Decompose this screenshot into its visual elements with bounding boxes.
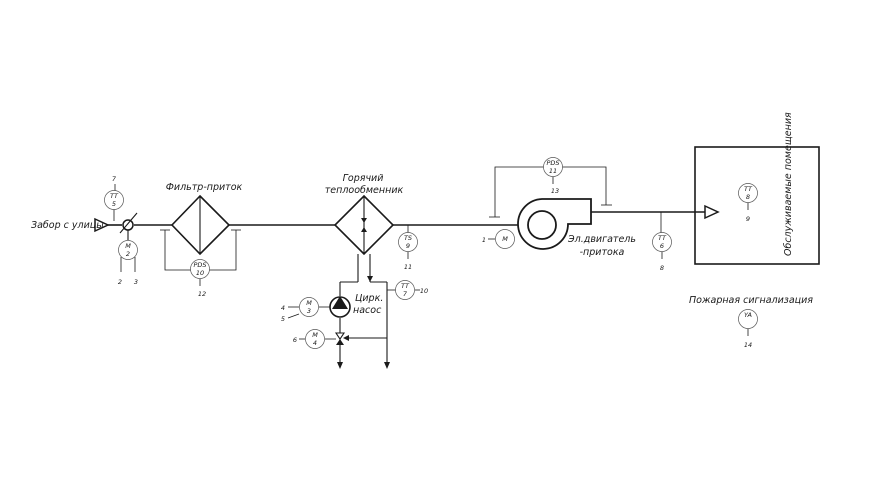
- svg-text:3: 3: [134, 278, 138, 286]
- three-way-valve: [325, 332, 346, 345]
- svg-text:11: 11: [549, 167, 557, 175]
- svg-text:13: 13: [551, 187, 559, 195]
- svg-text:YA: YA: [744, 311, 752, 319]
- svg-text:12: 12: [198, 290, 206, 298]
- circulation-pump: Цирк. насос: [319, 293, 383, 318]
- svg-text:M: M: [502, 235, 508, 243]
- hx-label-line2: теплообменник: [325, 185, 404, 196]
- tt6-sensor: TT 6 8: [652, 212, 672, 272]
- intake-label: Забор с улицы: [31, 220, 104, 231]
- intake-arrow: [94, 217, 110, 233]
- svg-text:11: 11: [404, 263, 412, 271]
- filter: Фильтр-приток: [160, 182, 243, 271]
- tt7-sensor: TT 7 10: [387, 280, 428, 300]
- svg-text:5: 5: [281, 315, 285, 323]
- pump-label-line2: насос: [353, 305, 382, 316]
- svg-text:TS: TS: [404, 234, 412, 242]
- svg-text:10: 10: [196, 269, 204, 277]
- svg-text:TT: TT: [401, 282, 410, 290]
- intake-damper: [119, 212, 138, 240]
- motor-label-line1: Эл.двигатель: [567, 234, 636, 245]
- pds11-sensor: PDS 11 13: [489, 157, 612, 218]
- svg-text:M: M: [312, 331, 318, 339]
- served-room: Обслуживаемые помещения: [694, 112, 820, 265]
- supply-arrow: [704, 204, 720, 220]
- svg-text:8: 8: [660, 264, 664, 272]
- supply-fan: Эл.двигатель -притока: [517, 198, 636, 258]
- svg-text:9: 9: [406, 242, 410, 250]
- svg-text:1: 1: [482, 236, 486, 244]
- svg-text:5: 5: [112, 200, 116, 208]
- svg-text:8: 8: [746, 193, 750, 201]
- svg-text:7: 7: [403, 290, 408, 298]
- svg-text:TT: TT: [658, 234, 667, 242]
- svg-text:M: M: [306, 299, 312, 307]
- svg-text:4: 4: [281, 304, 285, 312]
- tt8-sensor: TT 8 9: [738, 183, 758, 223]
- svg-text:6: 6: [293, 336, 297, 344]
- svg-text:2: 2: [118, 278, 122, 286]
- svg-text:TT: TT: [744, 185, 753, 193]
- pds10-sensor: PDS 10 12: [190, 259, 210, 298]
- svg-text:PDS: PDS: [193, 261, 206, 269]
- svg-text:4: 4: [313, 339, 317, 347]
- water-piping: [337, 254, 390, 369]
- hx-label-line1: Горячий: [343, 173, 384, 184]
- svg-text:7: 7: [112, 175, 117, 183]
- svg-text:TT: TT: [110, 192, 119, 200]
- room-label: Обслуживаемые помещения: [783, 112, 794, 256]
- filter-label: Фильтр-приток: [166, 182, 243, 193]
- tt5-sensor: TT 5 7: [104, 175, 124, 221]
- svg-text:2: 2: [126, 250, 130, 258]
- svg-text:6: 6: [660, 242, 664, 250]
- motor-label-line2: -притока: [580, 247, 625, 258]
- fire-label: Пожарная сигнализация: [689, 295, 813, 306]
- svg-text:10: 10: [420, 287, 428, 295]
- ts9-sensor: TS 9 11: [398, 225, 418, 271]
- air-duct: [108, 211, 706, 226]
- m3-actuator: M 3 4 5: [281, 297, 319, 323]
- m2-actuator: M 2 2 3: [118, 240, 138, 286]
- m1-motor: M 1: [482, 229, 515, 249]
- m4-actuator: M 4 6: [293, 329, 325, 349]
- svg-text:14: 14: [744, 341, 752, 349]
- svg-text:9: 9: [746, 215, 750, 223]
- svg-text:3: 3: [307, 307, 311, 315]
- svg-text:M: M: [125, 242, 131, 250]
- fire-alarm: Пожарная сигнализация YA 14: [689, 295, 813, 349]
- heat-exchanger: Горячий теплообменник: [325, 173, 404, 256]
- svg-text:PDS: PDS: [546, 159, 559, 167]
- pump-label-line1: Цирк.: [355, 293, 383, 304]
